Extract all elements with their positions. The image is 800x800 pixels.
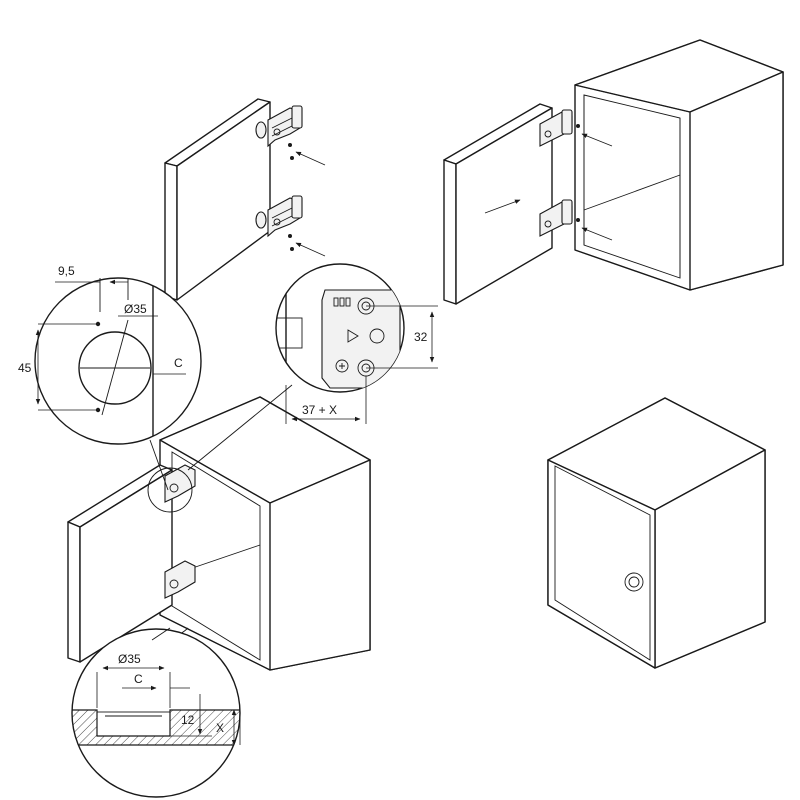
dim-c-label: C (174, 356, 183, 370)
cabinet-step4 (547, 397, 766, 669)
door-panel-step3 (67, 464, 173, 663)
cabinet-step2 (574, 39, 784, 291)
dim-9-5-label: 9,5 (58, 264, 75, 278)
detail-circle-drilling: 9,5 Ø35 45 C (18, 264, 202, 491)
dim-c-bottom-label: C (134, 672, 143, 686)
knob-icon (624, 572, 644, 592)
hinges-step3 (144, 464, 196, 640)
dim-37x-label: 37 + X (302, 403, 337, 417)
hinges-step2 (539, 109, 613, 241)
door-panel-step2 (443, 103, 553, 305)
hinge-top-step1 (255, 105, 303, 148)
detail-circle-mounting-plate: 32 37 + X (187, 263, 438, 471)
hinge-bottom-step1 (255, 195, 303, 238)
dim-cup-diameter-label: Ø35 (118, 652, 141, 666)
dim-32-label: 32 (414, 330, 428, 344)
dim-x-label: X (216, 721, 224, 735)
door-panel-step1 (164, 98, 271, 301)
dim-45-label: 45 (18, 361, 32, 375)
cabinet-step3 (159, 396, 371, 671)
dim-diameter-label: Ø35 (124, 302, 147, 316)
screw-arrows-step1 (288, 143, 326, 257)
dim-12-label: 12 (181, 713, 195, 727)
detail-circle-cup-depth: Ø35 C 12 X (71, 627, 241, 798)
